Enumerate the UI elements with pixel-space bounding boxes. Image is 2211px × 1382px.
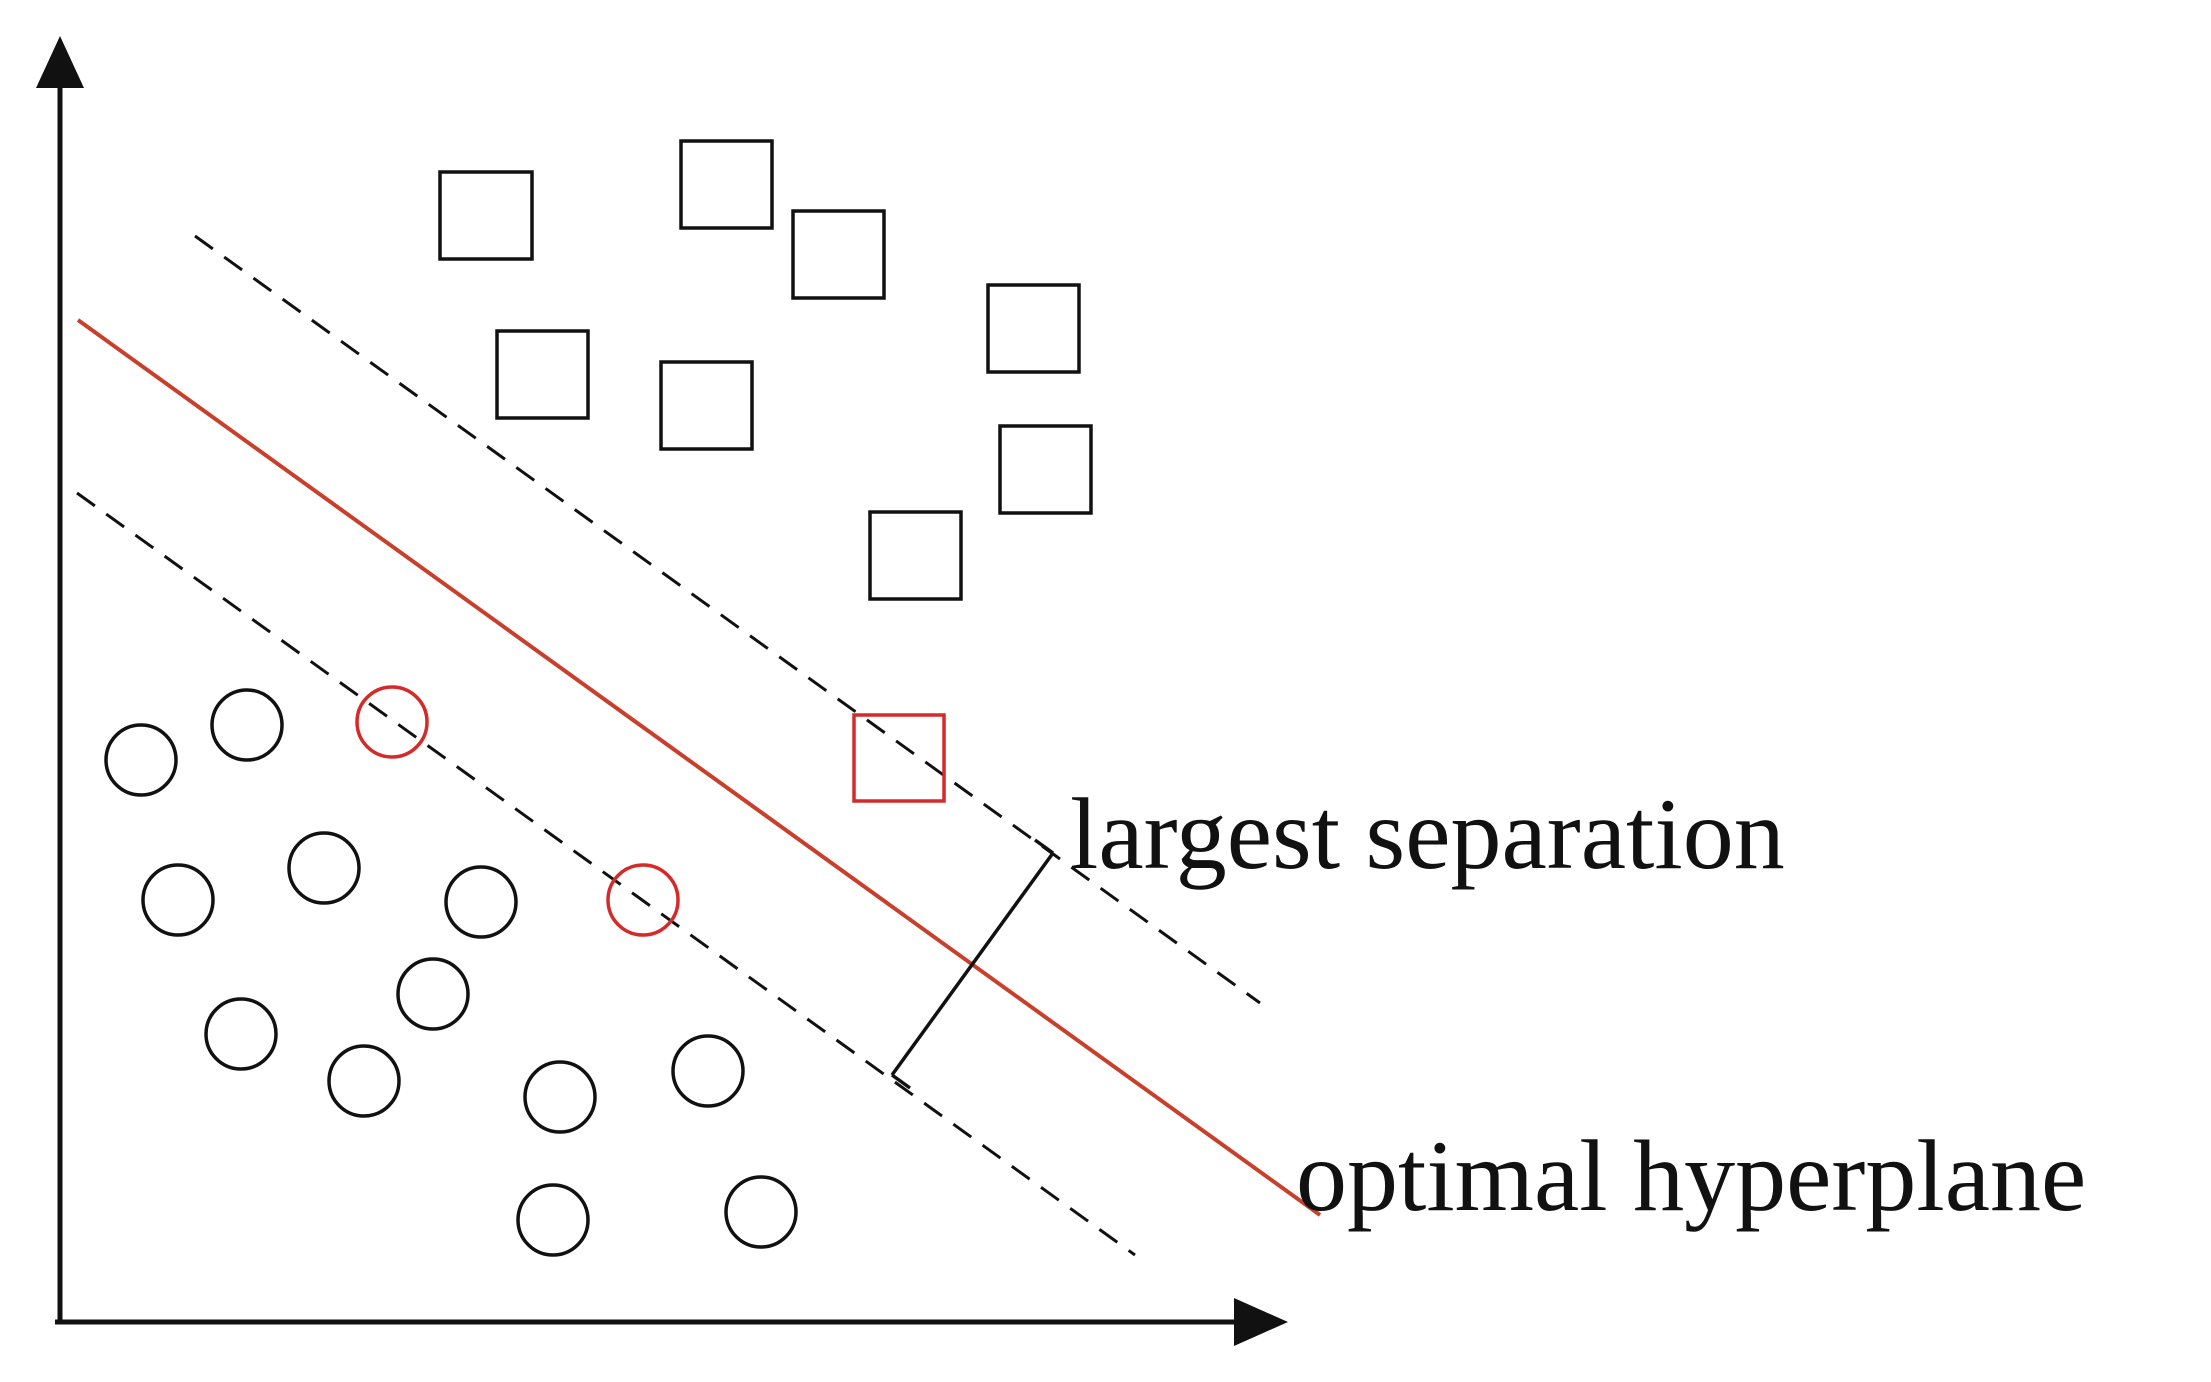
support-vector-circle: [355, 685, 429, 759]
circle-point: [671, 1034, 745, 1108]
y-axis-arrowhead: [36, 36, 84, 88]
circle-point: [210, 688, 284, 762]
margin-width-tick-bottom: [890, 1073, 912, 1090]
margin-width-bar: [890, 851, 1055, 1077]
circle-point: [516, 1183, 590, 1257]
circle-point: [523, 1060, 597, 1134]
x-axis-arrowhead: [1234, 1298, 1288, 1346]
circle-class-points: [104, 685, 798, 1257]
circle-point: [104, 723, 178, 797]
lower-margin-line: [76, 491, 1136, 1257]
upper-margin-line: [194, 234, 1261, 1005]
square-point: [438, 170, 534, 261]
optimal-hyperplane-line: [76, 318, 1322, 1217]
square-point: [495, 329, 590, 420]
margin-width-indicator: [890, 838, 1055, 1090]
circle-point: [396, 957, 470, 1031]
circle-point: [444, 865, 518, 939]
square-class-points: [438, 139, 1093, 803]
support-vector-circle: [606, 863, 680, 937]
margin-lines: [76, 234, 1261, 1257]
square-point: [986, 283, 1081, 374]
circle-point: [141, 863, 215, 937]
square-point: [998, 424, 1093, 515]
circle-point: [724, 1175, 798, 1249]
margin-width-tick-top: [1033, 838, 1055, 855]
axes: [36, 36, 1288, 1346]
largest-separation-label: largest separation: [1070, 778, 1785, 891]
square-point: [679, 139, 774, 230]
square-point: [868, 510, 963, 601]
square-point: [791, 209, 886, 300]
square-point: [659, 360, 754, 451]
circle-point: [204, 997, 278, 1071]
circle-point: [287, 831, 361, 905]
support-vector-square: [852, 713, 946, 803]
optimal-hyperplane-label: optimal hyperplane: [1296, 1120, 2086, 1233]
circle-point: [327, 1044, 401, 1118]
